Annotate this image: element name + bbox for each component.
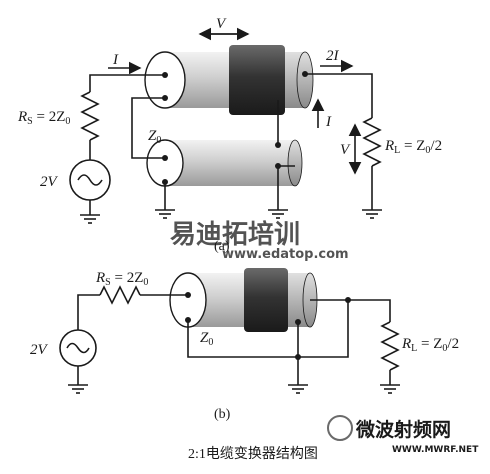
wire-shield-b <box>187 320 298 358</box>
figure-caption: 2:1电缆变换器结构图 <box>188 445 318 462</box>
cable-body <box>165 140 295 186</box>
label-z0-b: Z0 <box>200 330 213 348</box>
label-rl-b: RL = Z0/2 <box>401 336 459 354</box>
coax-cable-top <box>144 45 314 115</box>
junction-dot <box>295 319 301 325</box>
junction-dot <box>275 142 281 148</box>
watermark-corner-cn: 微波射频网 <box>355 418 451 441</box>
diagram-a: V I 2I I V Z0 RS = 2Z0 2V RL = Z0/2 (a) <box>17 16 442 254</box>
resistor-rs <box>80 91 100 141</box>
junction-dot <box>162 95 168 101</box>
watermark-url-text: www.edatop.com <box>222 247 349 262</box>
label-z0-a: Z0 <box>148 128 161 146</box>
watermark-corner: 微波射频网 WWW.MWRF.NET <box>327 415 479 455</box>
watermark-corner-url: WWW.MWRF.NET <box>392 445 479 455</box>
ground-icon <box>288 384 308 394</box>
arrows-a <box>108 27 362 175</box>
label-rl-a: RL = Z0/2 <box>384 138 442 156</box>
junction-dot <box>302 71 308 77</box>
junction-dot <box>275 163 281 169</box>
label-diagram-a: (a) <box>214 239 230 254</box>
resistor-rs-b <box>99 285 141 305</box>
label-voltage-top: V <box>216 16 227 32</box>
sine-wave-icon <box>77 174 103 186</box>
label-diagram-b: (b) <box>214 407 231 422</box>
diagram-b: RS = 2Z0 2V Z0 RL = Z0/2 (b) <box>30 268 459 422</box>
cable-front-face <box>144 51 186 109</box>
sine-wave-icon <box>66 342 90 354</box>
wires-a <box>69 71 382 224</box>
ground-icon <box>155 209 175 219</box>
coax-cable-bottom <box>146 139 303 187</box>
label-source-a: 2V <box>40 174 59 190</box>
junction-dot <box>185 317 191 323</box>
resistor-rl <box>362 117 382 167</box>
watermark-cn-text: 易迪拓培训 <box>170 220 300 250</box>
label-voltage-load: V <box>340 142 351 158</box>
wire-input <box>89 74 165 92</box>
ground-icon <box>68 384 88 394</box>
cable-end-cap <box>287 139 303 187</box>
label-rs-b: RS = 2Z0 <box>95 270 148 288</box>
watermark-logo-icon <box>327 415 353 441</box>
label-current-out: 2I <box>326 48 340 64</box>
wire-output <box>305 73 373 118</box>
ground-icon <box>380 384 400 394</box>
ground-icon <box>268 209 288 219</box>
ferrite-core <box>229 45 285 115</box>
resistor-rl-b <box>380 321 400 371</box>
wire-output-loop-b <box>298 299 349 358</box>
label-current-in: I <box>112 52 119 68</box>
label-rs-a: RS = 2Z0 <box>17 109 70 127</box>
ferrite-core <box>244 268 288 332</box>
wire-rs-source-b <box>77 294 100 330</box>
wires-b <box>59 285 400 394</box>
ground-icon <box>362 209 382 219</box>
wire-output-b <box>348 299 391 322</box>
cable-end-cap <box>296 51 314 109</box>
label-source-b: 2V <box>30 342 49 358</box>
ground-icon <box>80 214 100 224</box>
watermark-center: 易迪拓培训 www.edatop.com <box>170 220 349 262</box>
label-current-shield: I <box>325 114 332 130</box>
wire-shield-cross <box>131 97 165 159</box>
coax-cable-b <box>169 268 318 332</box>
